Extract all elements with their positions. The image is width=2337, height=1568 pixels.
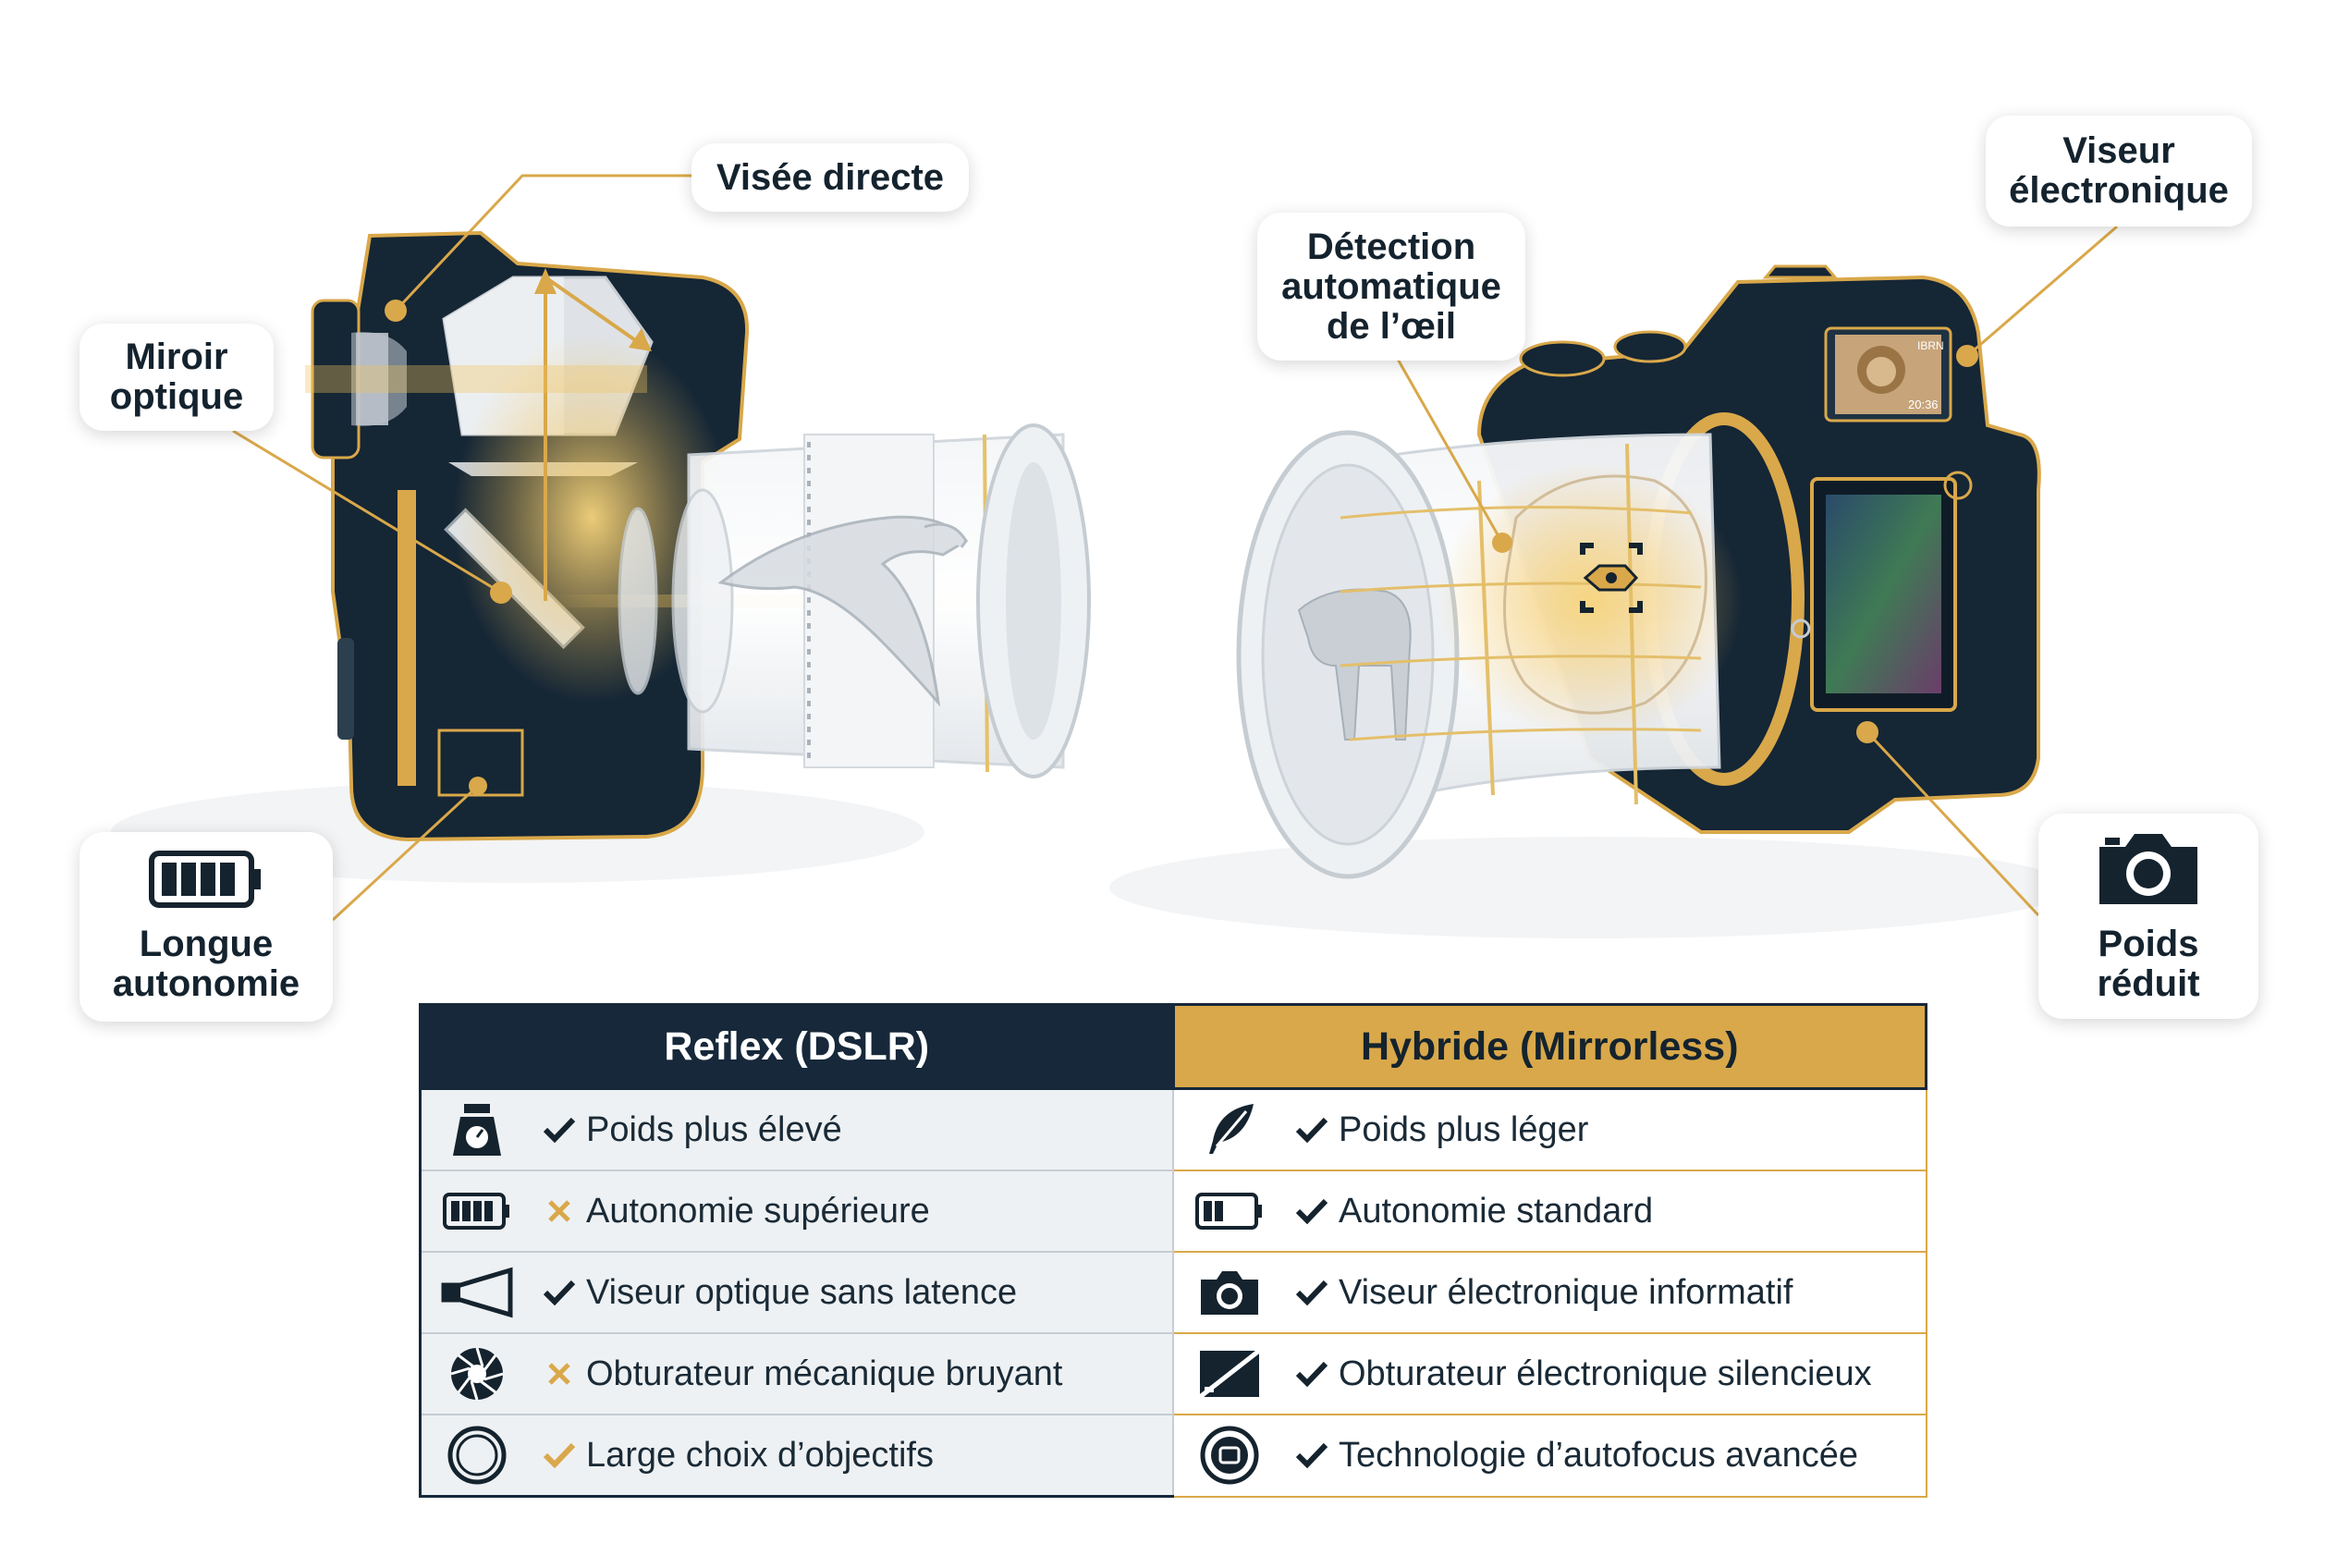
lion-viewfinder-screen: IBRN 20:36 — [1835, 335, 1944, 414]
table-header-row: Reflex (DSLR) Hybride (Mirrorless) — [419, 1003, 1927, 1090]
callout-detection-oeil: Détection automatique de l’œil — [1257, 213, 1525, 361]
callout-poids-line2: réduit — [2097, 963, 2200, 1004]
dslr-camera — [305, 230, 1165, 842]
callout-miroir-optique: Miroir optique — [80, 324, 274, 431]
reflex-feature-text: Viseur optique sans latence — [586, 1272, 1018, 1312]
lens-mount-icon — [447, 1426, 507, 1485]
cell-hybride: Obturateur électronique silencieux — [1172, 1332, 1927, 1415]
eagle-illustration — [717, 515, 969, 707]
callout-visee-directe: Visée directe — [691, 143, 969, 212]
cell-reflex: Autonomie supérieure — [419, 1170, 1174, 1252]
callout-autonomie-line1: Longue — [139, 923, 274, 964]
callout-autonomie-line2: autonomie — [112, 962, 300, 1004]
cameras-illustration: IBRN 20:36 — [111, 174, 2118, 938]
leader-lines — [232, 174, 2118, 922]
af-target-icon — [1200, 1426, 1259, 1485]
header-hybride: Hybride (Mirrorless) — [1171, 1003, 1927, 1090]
screen-time: 20:36 — [1908, 398, 1939, 411]
feather-icon — [1209, 1104, 1254, 1154]
cell-reflex: Large choix d’objectifs — [419, 1414, 1174, 1498]
battery-full-icon — [443, 1193, 509, 1230]
comparison-table: Reflex (DSLR) Hybride (Mirrorless) Poids… — [419, 1003, 1927, 1498]
callout-miroir-line2: optique — [109, 376, 244, 417]
cell-reflex: Poids plus élevé — [419, 1087, 1174, 1170]
eye-af-bracket — [1580, 543, 1643, 613]
hybride-feature-text: Autonomie standard — [1339, 1191, 1654, 1231]
cell-hybride: Autonomie standard — [1172, 1170, 1927, 1253]
hybride-feature-text: Poids plus léger — [1339, 1109, 1589, 1149]
electronic-shutter-icon — [1198, 1349, 1261, 1399]
table-row: Poids plus élevé Poids plus léger — [419, 1087, 1927, 1171]
check-icon — [1295, 1361, 1328, 1388]
table-row: Viseur optique sans latence Viseur élect… — [419, 1251, 1927, 1334]
callout-viseur-line1: Viseur — [2062, 130, 2175, 171]
check-icon — [1295, 1280, 1328, 1306]
camera-icon — [1201, 1271, 1258, 1315]
optical-viewfinder-icon — [441, 1267, 513, 1318]
check-icon — [543, 1280, 576, 1306]
hybride-feature-text: Obturateur électronique silencieux — [1339, 1354, 1872, 1393]
table-row: Obturateur mécanique bruyant Obturateur … — [419, 1332, 1927, 1415]
cell-reflex: Obturateur mécanique bruyant — [419, 1332, 1174, 1415]
callout-poids-line1: Poids — [2098, 924, 2199, 964]
battery-half-icon — [1195, 1193, 1262, 1230]
cell-hybride: Poids plus léger — [1172, 1087, 1927, 1171]
cell-hybride: Technologie d’autofocus avancée — [1172, 1414, 1927, 1498]
cross-icon — [548, 1200, 570, 1222]
check-icon — [543, 1442, 576, 1469]
check-icon — [1295, 1117, 1328, 1144]
callout-visee-text: Visée directe — [716, 156, 945, 198]
reflex-feature-text: Autonomie supérieure — [586, 1191, 930, 1231]
check-icon — [1295, 1198, 1328, 1225]
aperture-icon — [450, 1347, 504, 1401]
callout-detection-line1: Détection — [1306, 226, 1476, 267]
callout-detection-line3: de l’œil — [1327, 305, 1456, 347]
hybride-feature-text: Technologie d’autofocus avancée — [1339, 1435, 1858, 1475]
table-row: Large choix d’objectifs Technologie d’au… — [419, 1414, 1927, 1498]
mirrorless-camera: IBRN 20:36 — [1236, 264, 2041, 879]
callout-poids-reduit: Poids réduit — [2038, 814, 2258, 1019]
callout-longue-autonomie: Longue autonomie — [80, 832, 333, 1022]
check-icon — [543, 1117, 576, 1144]
cross-icon — [548, 1363, 570, 1385]
table-row: Autonomie supérieure Autonomie standard — [419, 1170, 1927, 1253]
callout-detection-line2: automatique — [1281, 265, 1501, 307]
check-icon — [1295, 1443, 1328, 1469]
header-reflex: Reflex (DSLR) — [419, 1003, 1175, 1090]
callout-miroir-line1: Miroir — [125, 337, 228, 377]
callout-viseur-line2: électronique — [2009, 170, 2229, 211]
screen-brand: IBRN — [1917, 339, 1944, 352]
cell-hybride: Viseur électronique informatif — [1172, 1251, 1927, 1334]
hybride-feature-text: Viseur électronique informatif — [1339, 1272, 1793, 1312]
reflex-feature-text: Obturateur mécanique bruyant — [586, 1354, 1063, 1393]
camera-icon — [2099, 834, 2197, 904]
reflex-feature-text: Large choix d’objectifs — [586, 1435, 934, 1475]
reflex-feature-text: Poids plus élevé — [586, 1109, 842, 1149]
battery-full-icon — [149, 850, 261, 908]
cell-reflex: Viseur optique sans latence — [419, 1251, 1174, 1333]
scale-icon — [453, 1104, 501, 1156]
callout-viseur-electronique: Viseur électronique — [1986, 116, 2252, 227]
